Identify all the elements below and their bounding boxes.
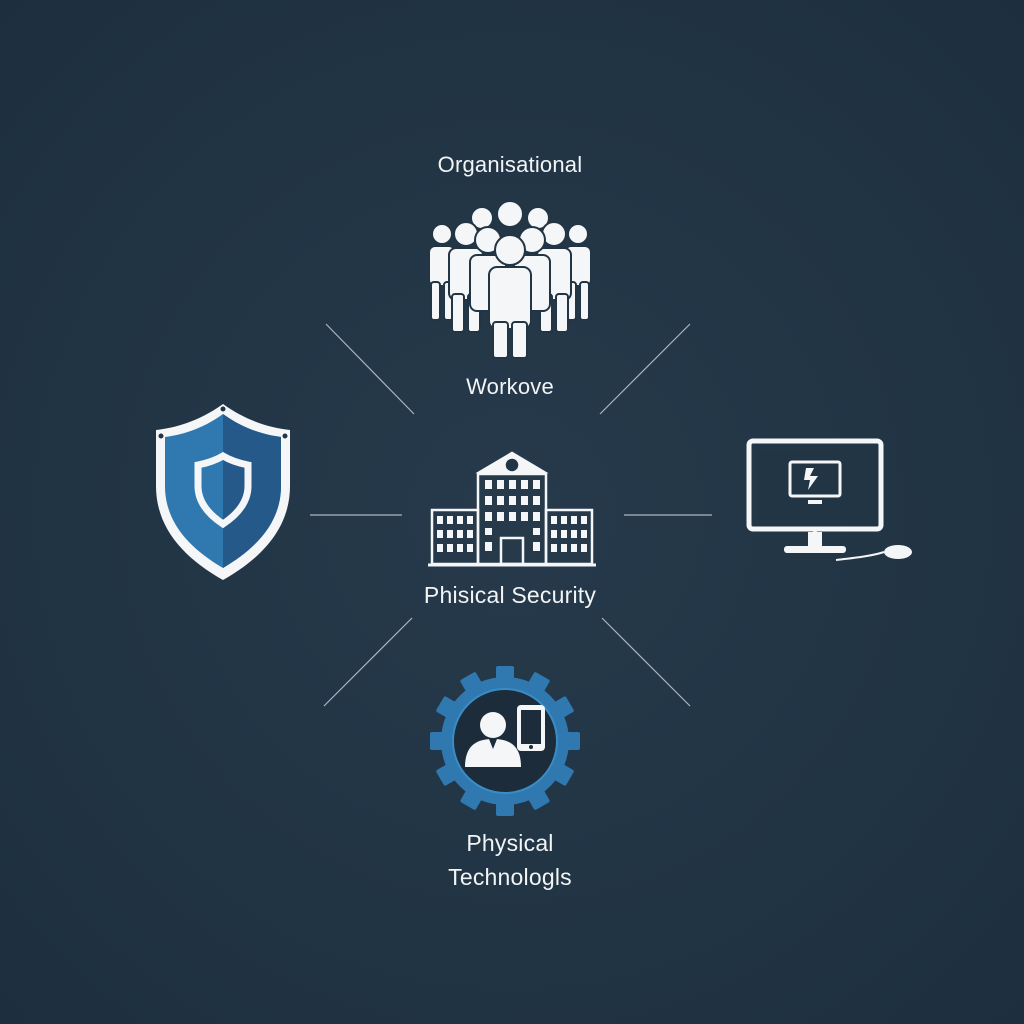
computer-monitor-icon bbox=[746, 438, 912, 561]
shield-icon bbox=[156, 404, 290, 580]
building-icon bbox=[428, 451, 596, 567]
connector-bottom-right bbox=[601, 617, 691, 707]
physical-security-label: Phisical Security bbox=[423, 582, 597, 608]
physical-technologies-line1: Physical bbox=[466, 830, 554, 856]
people-group-icon bbox=[428, 200, 592, 359]
workforce-label: Workove bbox=[466, 374, 554, 399]
gear-person-device-icon bbox=[430, 666, 580, 816]
connector-top-left bbox=[325, 323, 415, 415]
physical-technologies-label: Physical Technologls bbox=[360, 826, 660, 894]
connector-bottom-left bbox=[323, 617, 413, 707]
connector-top-right bbox=[599, 323, 691, 415]
physical-technologies-line2: Technologls bbox=[448, 864, 572, 890]
organisational-title: Organisational bbox=[437, 152, 583, 177]
